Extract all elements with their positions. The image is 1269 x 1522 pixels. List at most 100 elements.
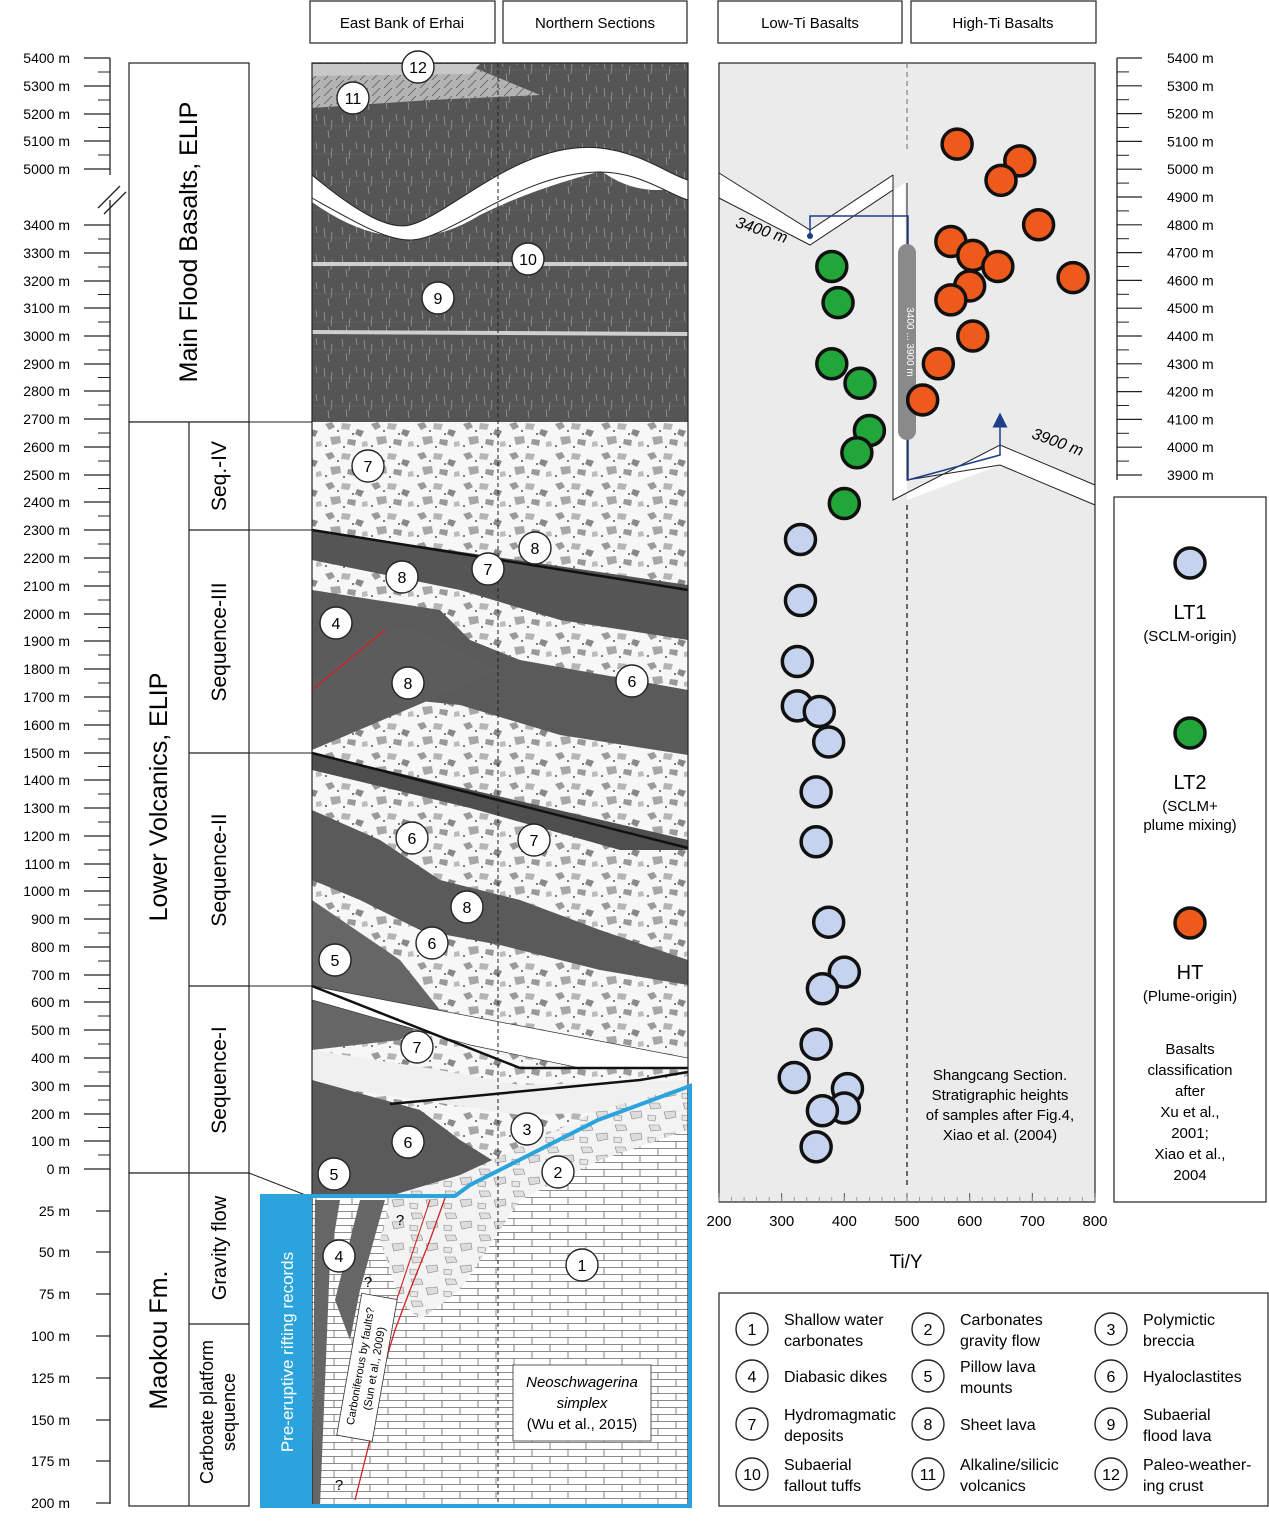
left-tick-label: 175 m: [31, 1453, 70, 1469]
unit-seq-ii: Sequence-II: [208, 813, 231, 926]
tab-northern-sections: Northern Sections: [535, 15, 655, 32]
left-tick-label: 1200 m: [23, 828, 70, 844]
data-point-lt1: [783, 583, 818, 618]
rifting-records-band: [262, 1198, 312, 1506]
stratigraphic-column: Pre-eruptive rifting records Carbonifero…: [260, 62, 692, 1508]
question-mark: ?: [335, 1477, 343, 1494]
legend-group-desc: (Plume-origin): [1143, 988, 1237, 1005]
left-tick-label: 0 m: [47, 1161, 70, 1177]
left-tick-label: 200 m: [31, 1106, 70, 1122]
lithology-number-circle: [911, 1407, 945, 1441]
left-tick-label: 5000 m: [23, 161, 70, 177]
data-point-lt1: [805, 1094, 840, 1128]
scatter-points: [777, 127, 1090, 1164]
lithology-number: 7: [748, 1417, 757, 1434]
left-tick-label: 1800 m: [23, 661, 70, 677]
x-tick-label: 800: [1082, 1213, 1107, 1230]
legend-swatch: [1173, 716, 1207, 750]
column-marker: 12: [401, 50, 435, 84]
left-tick-label: 1300 m: [23, 800, 70, 816]
data-point-lt2: [815, 249, 849, 284]
legend-group-name: HT: [1177, 962, 1204, 984]
lithology-number-circle: [735, 1312, 769, 1346]
lithology-number-circle: [911, 1457, 945, 1491]
data-point-lt1: [783, 522, 818, 557]
data-point-lt2: [821, 285, 855, 320]
x-tick-label: 300: [769, 1213, 794, 1230]
data-point-lt1: [799, 1130, 833, 1164]
data-point-ht: [940, 127, 974, 161]
left-tick-label: 2500 m: [23, 467, 70, 483]
right-tick-label: 4700 m: [1167, 245, 1214, 261]
legend-group-desc: (SCLM+: [1162, 798, 1218, 815]
tiy-plot: 3400 ... 3900 m 3400 m 3900 m Shangcang …: [706, 62, 1108, 1273]
lithology-label: Hyaloclastites: [1143, 1369, 1242, 1386]
data-point-ht: [956, 319, 990, 353]
column-marker: 5: [318, 943, 352, 977]
column-marker-number: 7: [413, 1040, 422, 1057]
lithology-label: breccia: [1143, 1333, 1195, 1350]
data-point-lt1: [811, 725, 846, 759]
right-tick-label: 4900 m: [1167, 189, 1214, 205]
data-point-ht: [984, 163, 1018, 198]
lithology-label: Subaerial: [1143, 1407, 1211, 1424]
question-mark: ?: [396, 1212, 404, 1229]
left-tick-label: 2000 m: [23, 606, 70, 622]
column-marker: 7: [517, 823, 551, 857]
legend-group-desc: (SCLM-origin): [1143, 628, 1236, 645]
right-tick-label: 5000 m: [1167, 161, 1214, 177]
left-tick-label: 200 m: [31, 1495, 70, 1511]
column-marker: 4: [319, 606, 353, 640]
legend-group-desc: plume mixing): [1143, 817, 1236, 834]
left-tick-label: 2100 m: [23, 578, 70, 594]
lithology-number-circle: [1094, 1457, 1128, 1491]
data-point-lt2: [815, 347, 849, 381]
data-point-ht: [1021, 208, 1056, 242]
data-point-lt2: [843, 366, 877, 401]
column-marker-number: 10: [519, 252, 537, 269]
legend-group-name: LT1: [1174, 602, 1207, 624]
column-marker-number: 5: [331, 953, 340, 970]
legend-note-line: Basalts: [1165, 1041, 1214, 1058]
lithology-label: Polymictic: [1143, 1312, 1215, 1329]
column-marker: 7: [351, 449, 385, 483]
lithology-number-circle: [911, 1312, 945, 1346]
flood-basalt-layer: [312, 63, 688, 422]
column-marker: 8: [518, 531, 552, 565]
data-point-ht: [934, 283, 968, 317]
lithology-label: Alkaline/silicic: [960, 1457, 1059, 1474]
left-tick-label: 150 m: [31, 1412, 70, 1428]
left-tick-label: 2800 m: [23, 383, 70, 399]
lithology-number: 3: [1107, 1322, 1116, 1339]
column-marker-number: 3: [523, 1122, 532, 1139]
right-tick-label: 3900 m: [1167, 467, 1214, 483]
column-marker: 5: [317, 1157, 351, 1191]
left-tick-label: 2400 m: [23, 494, 70, 510]
unit-lower-volcanics: Lower Volcanics, ELIP: [145, 673, 173, 922]
column-marker: 4: [322, 1239, 356, 1273]
right-tick-label: 4300 m: [1167, 356, 1214, 372]
data-point-lt1: [799, 825, 833, 859]
lithology-label: flood lava: [1143, 1428, 1212, 1445]
left-tick-label: 2600 m: [23, 439, 70, 455]
lithology-number-circle: [911, 1359, 945, 1393]
right-tick-label: 5400 m: [1167, 50, 1214, 66]
column-marker: 7: [471, 552, 505, 586]
column-marker-number: 8: [463, 900, 472, 917]
left-tick-label: 5200 m: [23, 106, 70, 122]
fossil-note-box: [512, 1364, 652, 1442]
legend-group-lt2: LT2(SCLM+plume mixing): [1143, 716, 1237, 834]
shangcang-note-3: of samples after Fig.4,: [926, 1107, 1074, 1124]
column-marker-number: 9: [434, 291, 443, 308]
lithology-label: ing crust: [1143, 1478, 1204, 1495]
unit-seq-iv: Seq.-IV: [208, 441, 231, 511]
